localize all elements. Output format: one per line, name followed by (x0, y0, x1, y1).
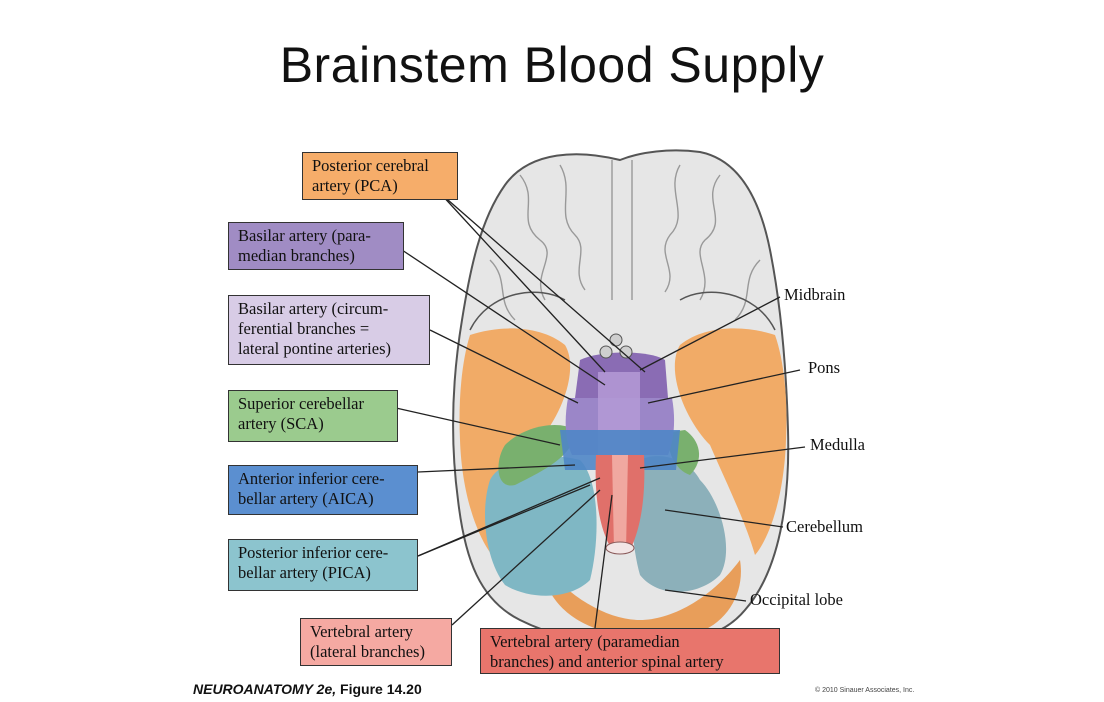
mammillary-left (599, 345, 613, 359)
chiasm (609, 333, 623, 347)
aica-region (560, 430, 680, 470)
label-vertebral-lateral: Vertebral artery (lateral branches) (300, 618, 452, 666)
leader-lines (395, 192, 806, 629)
cerebellum-right (631, 456, 727, 592)
sca-region (498, 425, 575, 486)
figure-caption: NEUROANATOMY 2e, Figure 14.20 (193, 681, 422, 697)
copyright-notice: © 2010 Sinauer Associates, Inc. (815, 687, 915, 694)
label-basilar-circumferential: Basilar artery (circum- ferential branch… (228, 295, 430, 365)
label-aica: Anterior inferior cere- bellar artery (A… (228, 465, 418, 515)
label-midbrain: Midbrain (784, 285, 846, 304)
pca-region-right (674, 328, 787, 555)
label-sca: Superior cerebellar artery (SCA) (228, 390, 398, 442)
label-medulla: Medulla (810, 435, 865, 454)
occipital-region (540, 560, 741, 639)
gyri-texture (489, 160, 761, 321)
label-occipital-lobe: Occipital lobe (750, 590, 844, 609)
label-pica: Posterior inferior cere- bellar artery (… (228, 539, 418, 591)
mammillary-right (619, 345, 633, 359)
medulla-center (612, 455, 628, 550)
label-pca: Posterior cerebral artery (PCA) (302, 152, 458, 200)
label-pons: Pons (808, 358, 841, 377)
label-cerebellum: Cerebellum (786, 517, 863, 536)
temporal-outline-left (469, 291, 566, 331)
slide-title: Brainstem Blood Supply (279, 37, 825, 93)
label-vertebral-paramedian: Vertebral artery (paramedian branches) a… (480, 628, 780, 674)
spinal-cord-cut (605, 541, 635, 555)
book-title: NEUROANATOMY 2e, (193, 681, 337, 697)
figure-number: Figure 14.20 (336, 681, 422, 697)
temporal-outline-right (679, 291, 776, 331)
label-basilar-paramedian: Basilar artery (para- median branches) (228, 222, 404, 270)
